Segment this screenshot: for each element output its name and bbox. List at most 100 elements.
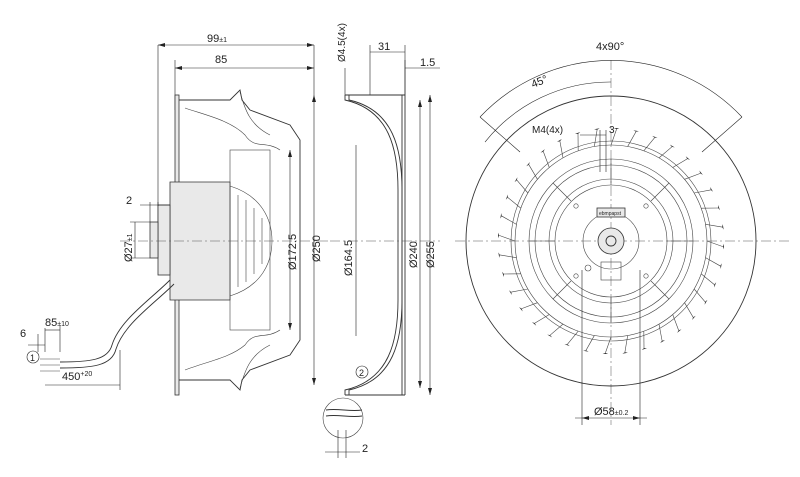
blade-tip <box>499 235 516 242</box>
nozzle-view <box>322 45 440 458</box>
dim-outer-a: Ø240 <box>408 241 420 268</box>
dim-99: 99±1 <box>207 33 227 45</box>
blade-tip-mark <box>692 315 696 321</box>
dim-thread-depth: 3 <box>609 125 615 136</box>
blade-tip <box>511 288 528 293</box>
blade-tip <box>528 164 538 180</box>
blade-tip <box>610 129 617 146</box>
dim-nozzle-wall: 1.5 <box>420 57 435 69</box>
blade-tip-mark <box>633 130 639 132</box>
blade-tip-mark <box>718 205 721 211</box>
blade-tip-mark <box>613 128 620 130</box>
blade-tip-mark <box>602 352 609 354</box>
detail-circle <box>322 397 364 439</box>
blade-tip <box>501 215 517 225</box>
blade-tip-mark <box>669 144 675 148</box>
blade-tip-mark <box>583 350 589 352</box>
blade-tip <box>567 331 579 345</box>
blade-tip-mark <box>575 131 581 134</box>
dim-outer-dia: Ø250 <box>311 235 323 262</box>
blade-tip-mark <box>710 186 714 192</box>
blade-tip-mark <box>720 263 722 269</box>
blade-tip <box>499 254 517 258</box>
blade-tip-mark <box>508 290 512 296</box>
callout-2-circle <box>355 365 369 379</box>
blade-tip-mark <box>660 340 666 344</box>
blade-tip-mark <box>699 170 703 175</box>
side-view <box>26 43 330 396</box>
blade-tip <box>706 240 723 247</box>
blade-tip-mark <box>714 282 717 288</box>
blade-tip <box>705 257 721 267</box>
blade-tip <box>585 335 595 351</box>
blade-tip <box>693 288 706 302</box>
dim-hub-dia: Ø58±0.2 <box>594 406 628 418</box>
blade-tip <box>627 131 637 147</box>
callout-1-circle <box>26 350 40 364</box>
blade-tips <box>498 128 724 354</box>
blade-tip-mark <box>556 138 562 142</box>
callout-2: 2 <box>359 368 364 378</box>
dim-cable-strip: 85±10 <box>45 317 69 329</box>
blade-tip-mark <box>531 322 537 326</box>
blade-tip-mark <box>704 299 708 305</box>
blade-tip <box>550 323 564 336</box>
dim-detail-gap: 2 <box>362 443 368 455</box>
blade-tip <box>507 197 521 209</box>
blade-tip-mark <box>622 352 628 354</box>
blade-tip-mark <box>547 334 553 338</box>
blade-tip <box>643 137 655 151</box>
callout-1: 1 <box>30 353 35 363</box>
blade-tip-mark <box>722 243 724 250</box>
blade-tip <box>658 146 672 159</box>
dim-thread: M4(4x) <box>532 125 563 136</box>
dim-holes: Ø4.5(4x) <box>337 23 348 62</box>
blade-tip <box>694 189 711 194</box>
dim-2-flange: 2 <box>126 195 132 207</box>
brand-label: ebmpapst <box>599 211 622 217</box>
blade-tip <box>543 151 550 168</box>
front-view <box>455 60 790 425</box>
blade-tip-mark <box>594 128 600 130</box>
blade-tip <box>701 273 715 285</box>
blade-tip <box>521 302 538 309</box>
blade-tip <box>672 314 679 331</box>
blade-tip-mark <box>652 135 658 138</box>
dim-inner-dia: Ø172.5 <box>287 234 299 270</box>
dim-85: 85 <box>215 54 227 66</box>
blade-tip-mark <box>564 344 570 347</box>
blade-tip <box>624 335 628 353</box>
dim-nozzle-depth: 31 <box>378 41 390 53</box>
blade-tip <box>605 336 612 353</box>
blade-tip <box>658 324 663 341</box>
blade-tip <box>594 129 598 147</box>
dim-cable-length: 450+20 <box>62 371 92 383</box>
blade-tip-mark <box>505 194 508 200</box>
blade-tip-mark <box>641 348 647 351</box>
blade-tip-mark <box>500 213 502 219</box>
dim-shaft-dia: Ø27±1 <box>123 233 135 262</box>
blade-tip-mark <box>540 149 545 153</box>
blade-tip <box>672 158 688 168</box>
dim-angle-4x90: 4x90° <box>596 41 624 53</box>
blade-tip-mark <box>722 224 724 230</box>
blade-tip <box>534 314 550 324</box>
blade-tip-mark <box>498 252 500 258</box>
blade-tip-mark <box>514 177 518 183</box>
blade-tip <box>559 141 564 158</box>
blade-tip-mark <box>519 307 523 312</box>
blade-tip <box>684 173 701 180</box>
dim-outer-b: Ø255 <box>425 241 437 268</box>
blade-tip-mark <box>501 271 504 277</box>
dim-throat: Ø164.5 <box>343 240 355 276</box>
blade-tip-mark <box>526 161 530 167</box>
blade-tip <box>705 224 723 228</box>
brand-label-plate <box>596 207 626 218</box>
dim-cable-end: 6 <box>20 328 26 340</box>
blade-tip-mark <box>677 329 682 333</box>
blade-tip <box>516 180 529 194</box>
blade-tip <box>684 302 694 318</box>
blade-tip-mark <box>685 156 691 160</box>
dim-angle-45: 45° <box>530 73 550 90</box>
